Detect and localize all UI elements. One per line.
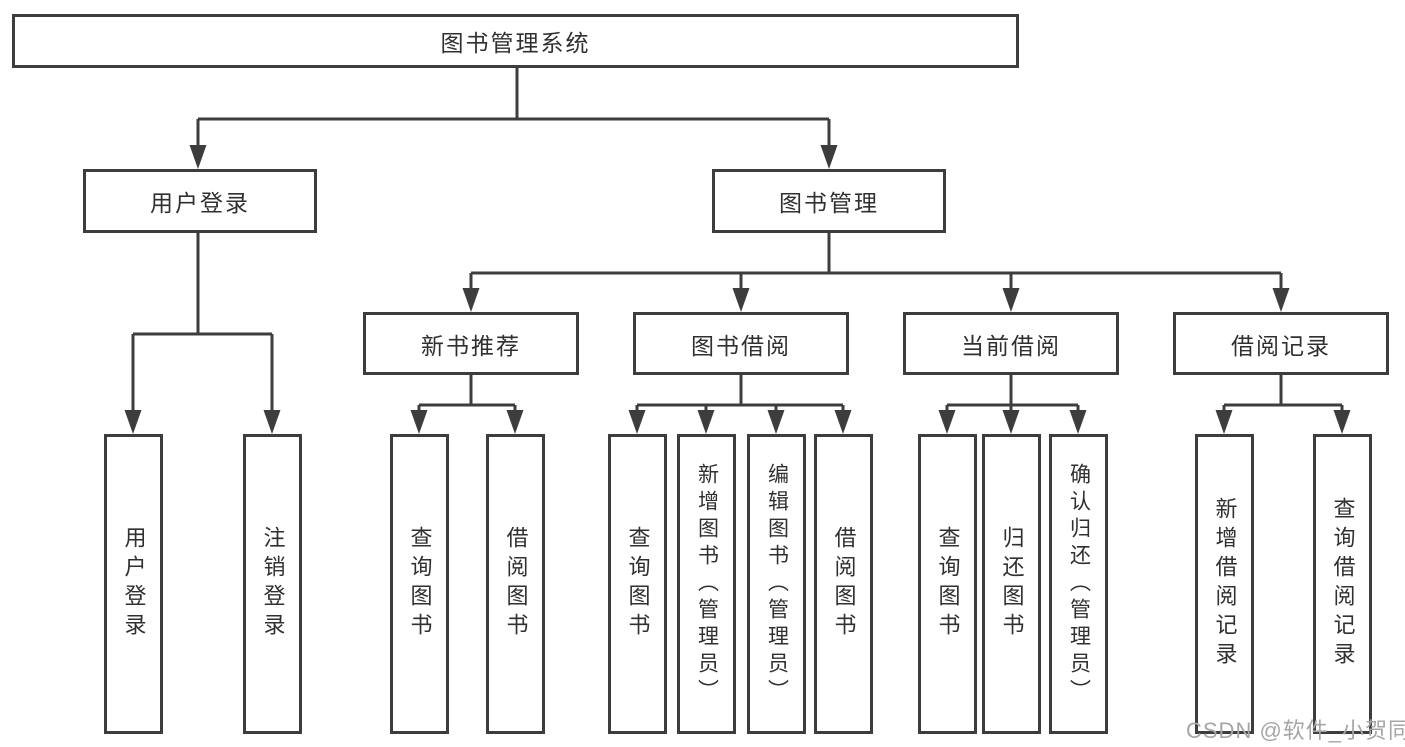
node-label: 新增图书（管理员） [695,462,719,706]
leaf-add-book-admin: 新增图书（管理员） [677,434,736,734]
node-label: 确认归还（管理员） [1067,462,1091,706]
leaf-logout: 注销登录 [243,434,302,734]
node-label: 借阅图书 [503,526,529,642]
node-label: 查询图书 [625,526,651,642]
leaf-query-books-current: 查询图书 [918,434,977,734]
leaf-query-books-recommend: 查询图书 [390,434,449,734]
leaf-query-borrow-record: 查询借阅记录 [1313,434,1372,734]
node-label: 借阅图书 [831,526,857,642]
node-label: 编辑图书（管理员） [765,462,789,706]
node-library-management-system: 图书管理系统 [12,14,1019,68]
node-new-book-recommend: 新书推荐 [363,312,579,375]
leaf-edit-book-admin: 编辑图书（管理员） [747,434,806,734]
node-label: 归还图书 [999,526,1025,642]
csdn-watermark: CSDN @软件_小贺同学 [1186,718,1405,743]
node-current-borrow: 当前借阅 [903,312,1119,375]
leaf-return-book: 归还图书 [982,434,1041,734]
leaf-add-borrow-record: 新增借阅记录 [1195,434,1254,734]
leaf-borrow-books-recommend: 借阅图书 [486,434,545,734]
node-label: 用户登录 [150,190,250,216]
node-label: 查询图书 [407,526,433,642]
node-borrow-records: 借阅记录 [1173,312,1389,375]
node-label: 图书管理 [779,190,879,216]
leaf-confirm-return-admin: 确认归还（管理员） [1049,434,1108,734]
leaf-user-login: 用户登录 [104,434,163,734]
node-label: 查询图书 [935,526,961,642]
leaf-borrow-books: 借阅图书 [814,434,873,734]
node-label: 图书管理系统 [440,30,591,56]
node-label: 新增借阅记录 [1212,497,1238,671]
node-label: 新书推荐 [421,332,521,359]
node-label: 借阅记录 [1231,332,1331,359]
leaf-query-books-borrow: 查询图书 [608,434,667,734]
node-label: 当前借阅 [961,332,1061,359]
node-book-borrow: 图书借阅 [633,312,849,375]
node-label: 注销登录 [260,526,286,642]
node-label: 用户登录 [121,526,147,642]
node-label: 图书借阅 [691,332,791,359]
node-book-management: 图书管理 [712,169,946,233]
node-label: 查询借阅记录 [1330,497,1356,671]
node-user-login: 用户登录 [83,169,317,233]
